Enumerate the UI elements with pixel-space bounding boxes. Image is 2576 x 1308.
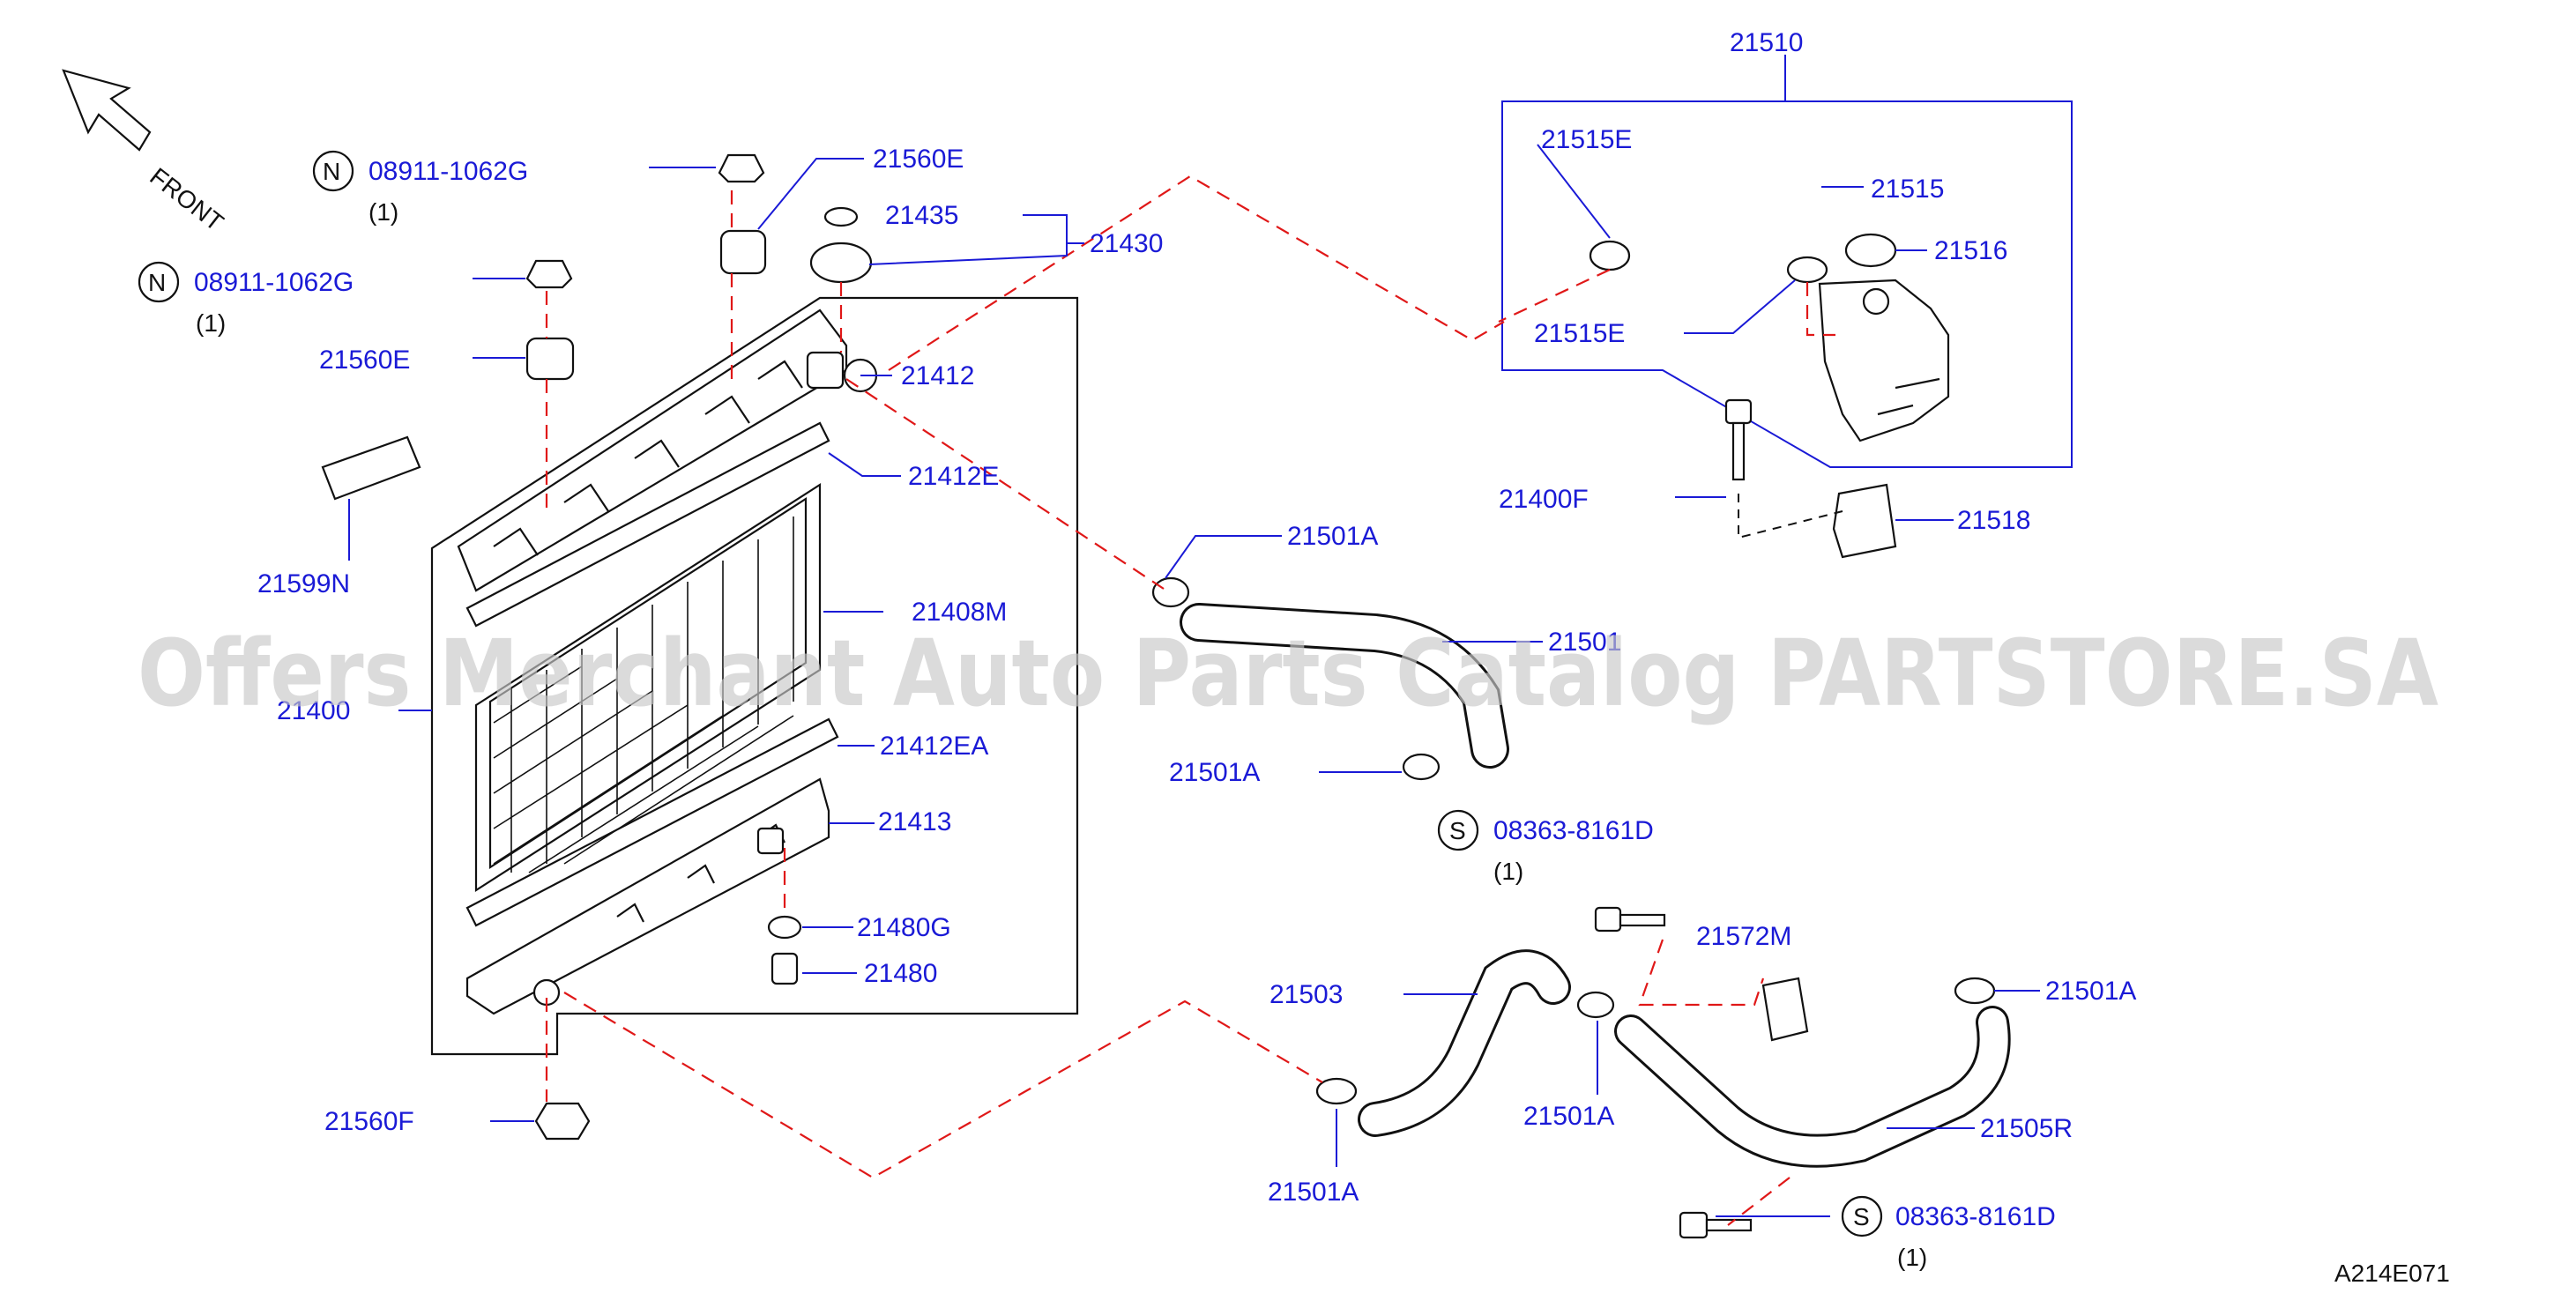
hose-clamp-icon [1315, 1077, 1358, 1105]
part-label[interactable]: 21515 [1871, 175, 1944, 204]
part-label[interactable]: 21501A [1287, 522, 1378, 551]
part-label[interactable]: 21501A [1169, 758, 1260, 787]
part-label[interactable]: 21599N [257, 569, 350, 598]
bracket-icon [1832, 483, 1897, 559]
part-label[interactable]: 21510 [1730, 28, 1803, 57]
part-label[interactable]: 21516 [1934, 236, 2007, 265]
part-label[interactable]: 21413 [878, 807, 951, 836]
part-label[interactable]: 21501A [1523, 1102, 1614, 1131]
reservoir-cap-icon [1844, 233, 1897, 268]
part-label[interactable]: 21408M [912, 598, 1007, 627]
s-badge: S [1437, 809, 1479, 851]
part-qty: (1) [369, 198, 398, 226]
figure-code: A214E071 [2334, 1260, 2450, 1287]
washer-icon [767, 915, 802, 940]
rubber-mount-icon [719, 229, 767, 275]
rubber-mount-icon [534, 1102, 591, 1141]
drain-plug-icon [771, 952, 799, 985]
part-label[interactable]: 21501A [1268, 1178, 1359, 1207]
lower-seal-strip [465, 717, 839, 927]
radiator-cap-icon [809, 242, 873, 284]
part-label[interactable]: 21430 [1090, 229, 1163, 258]
part-label[interactable]: 21412 [901, 361, 974, 390]
upper-hose-icon [1180, 603, 1509, 769]
hose-clamp-icon [1576, 991, 1615, 1019]
part-label[interactable]: 21412EA [880, 732, 988, 761]
radiator-group-box [430, 296, 1079, 1056]
nut-icon [718, 153, 765, 183]
svg-text:N: N [323, 158, 340, 185]
part-label[interactable]: 21505R [1980, 1114, 2073, 1143]
radiator-core [474, 482, 822, 893]
part-label[interactable]: 21515E [1541, 125, 1632, 154]
hose-clamp-icon [1786, 256, 1828, 284]
lower-hose-icon [1358, 949, 1571, 1137]
part-label[interactable]: 21572M [1696, 922, 1791, 951]
hose-clamp-icon [1402, 753, 1441, 781]
svg-text:S: S [1853, 1203, 1870, 1230]
n-badge: N [312, 150, 354, 192]
upper-seal-strip [465, 421, 830, 628]
s-badge: S [1841, 1195, 1883, 1237]
svg-text:N: N [148, 269, 166, 296]
part-label[interactable]: 21560E [319, 346, 410, 375]
part-label[interactable]: 21480 [864, 959, 937, 988]
part-label[interactable]: 21501 [1548, 628, 1621, 657]
part-qty: (1) [1897, 1244, 1927, 1271]
bolt-icon [1724, 398, 1753, 481]
part-label[interactable]: 21412E [908, 462, 999, 491]
part-label[interactable]: 08911-1062G [194, 268, 354, 297]
part-label[interactable]: 21560E [873, 145, 964, 174]
hose-clamp-icon [1589, 240, 1631, 271]
rubber-mount-icon [525, 337, 575, 381]
tank-group-box [1501, 100, 2073, 468]
part-label[interactable]: 21400F [1499, 485, 1589, 514]
part-label[interactable]: 21503 [1269, 980, 1343, 1009]
reservoir-tank-icon [1818, 279, 1950, 442]
part-qty: (1) [196, 309, 226, 337]
svg-text:S: S [1449, 817, 1466, 844]
overflow-hose-icon [1614, 151, 1812, 264]
seal-ring-icon [823, 206, 859, 227]
n-badge: N [138, 261, 180, 303]
part-label[interactable]: 21400 [277, 696, 350, 725]
part-label[interactable]: 08363-8161D [1493, 816, 1654, 845]
watermark: Offers Merchant Auto Parts Catalog PARTS… [138, 620, 2438, 727]
part-label[interactable]: 08363-8161D [1895, 1202, 2056, 1231]
bolt-icon [1679, 1211, 1753, 1239]
heater-hose-icon [1614, 1006, 2011, 1168]
label-plate-icon [321, 435, 421, 501]
part-label[interactable]: 21518 [1957, 506, 2030, 535]
front-arrow-icon [62, 69, 152, 152]
hose-clamp-icon [1151, 576, 1190, 608]
part-label[interactable]: 21480G [857, 913, 951, 942]
bracket-icon [1761, 977, 1809, 1042]
upper-radiator-tank [457, 308, 878, 592]
bolt-icon [1594, 906, 1666, 933]
front-label: FRONT [145, 162, 228, 236]
part-label[interactable]: 21435 [885, 201, 958, 230]
part-label[interactable]: 08911-1062G [369, 157, 528, 186]
part-label[interactable]: 21560F [324, 1107, 414, 1136]
part-label[interactable]: 21515E [1534, 319, 1625, 348]
hose-clamp-icon [1954, 977, 1996, 1005]
part-label[interactable]: 21501A [2045, 977, 2136, 1006]
nut-icon [525, 259, 573, 289]
part-qty: (1) [1493, 858, 1523, 885]
